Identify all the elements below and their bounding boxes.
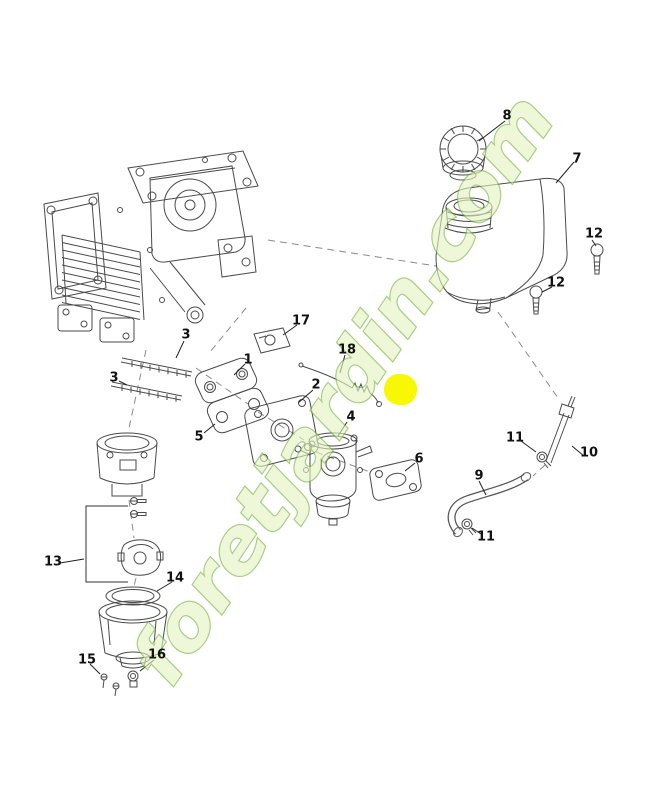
fuel-line-10-drawing xyxy=(545,395,576,464)
watermark-text: foretjardin.com xyxy=(115,79,572,699)
clamp-11a-drawing xyxy=(536,451,552,469)
part-callout-9: 9 xyxy=(474,468,484,484)
carburetor-4-drawing xyxy=(294,432,373,526)
bracket-13-group-drawing xyxy=(85,497,164,583)
part-callout-18: 18 xyxy=(337,342,357,358)
part-callout-11b: 11 xyxy=(476,529,496,545)
part-callout-11a: 11 xyxy=(505,430,525,446)
part-callout-10: 10 xyxy=(579,445,599,461)
part-callout-16: 16 xyxy=(147,647,167,663)
part-callout-8: 8 xyxy=(502,108,512,124)
highlight-marker xyxy=(384,373,418,406)
fuel-hose-9-drawing xyxy=(447,472,532,538)
part-callout-7: 7 xyxy=(572,151,582,167)
part-callout-3b: 3 xyxy=(109,370,119,386)
part-callout-17: 17 xyxy=(291,313,311,329)
flange-6-drawing xyxy=(369,459,422,501)
ring-14-drawing xyxy=(105,586,161,606)
engine-assembly-drawing xyxy=(43,150,259,343)
stud-3a-drawing xyxy=(120,357,193,378)
leader-lines xyxy=(59,120,597,675)
small-carburetor-drawing xyxy=(96,432,158,497)
part-callout-15: 15 xyxy=(77,652,97,668)
grommet-16-drawing xyxy=(127,670,139,688)
plate-2-drawing xyxy=(244,395,319,467)
fuel-tank-drawing xyxy=(435,177,568,314)
part-callout-6: 6 xyxy=(414,451,424,467)
part-callout-5: 5 xyxy=(194,429,204,445)
stud-3b-drawing xyxy=(110,381,183,402)
part-callout-1: 1 xyxy=(243,352,253,368)
bolt-12b-drawing xyxy=(529,285,543,315)
screws-15-drawing xyxy=(100,673,120,697)
gasket-5-drawing xyxy=(206,387,270,434)
part-callout-3a: 3 xyxy=(181,327,191,343)
part-callout-4: 4 xyxy=(346,409,356,425)
watermark: foretjardin.com xyxy=(113,78,573,701)
choke-bracket-drawing xyxy=(253,327,291,354)
dashed-guide-lines xyxy=(128,239,559,587)
part-callout-13: 13 xyxy=(43,554,63,570)
part-callout-12b: 12 xyxy=(546,275,566,291)
part-callout-12a: 12 xyxy=(584,226,604,242)
tank-cap-drawing xyxy=(439,125,487,181)
throttle-rod-spring-drawing xyxy=(298,362,382,407)
bolt-12a-drawing xyxy=(590,243,604,275)
clamp-11b-drawing xyxy=(461,518,477,536)
air-filter-cup-drawing xyxy=(98,600,168,669)
part-callout-2: 2 xyxy=(311,377,321,393)
gasket-1-drawing xyxy=(194,357,258,404)
part-callout-14: 14 xyxy=(165,570,185,586)
